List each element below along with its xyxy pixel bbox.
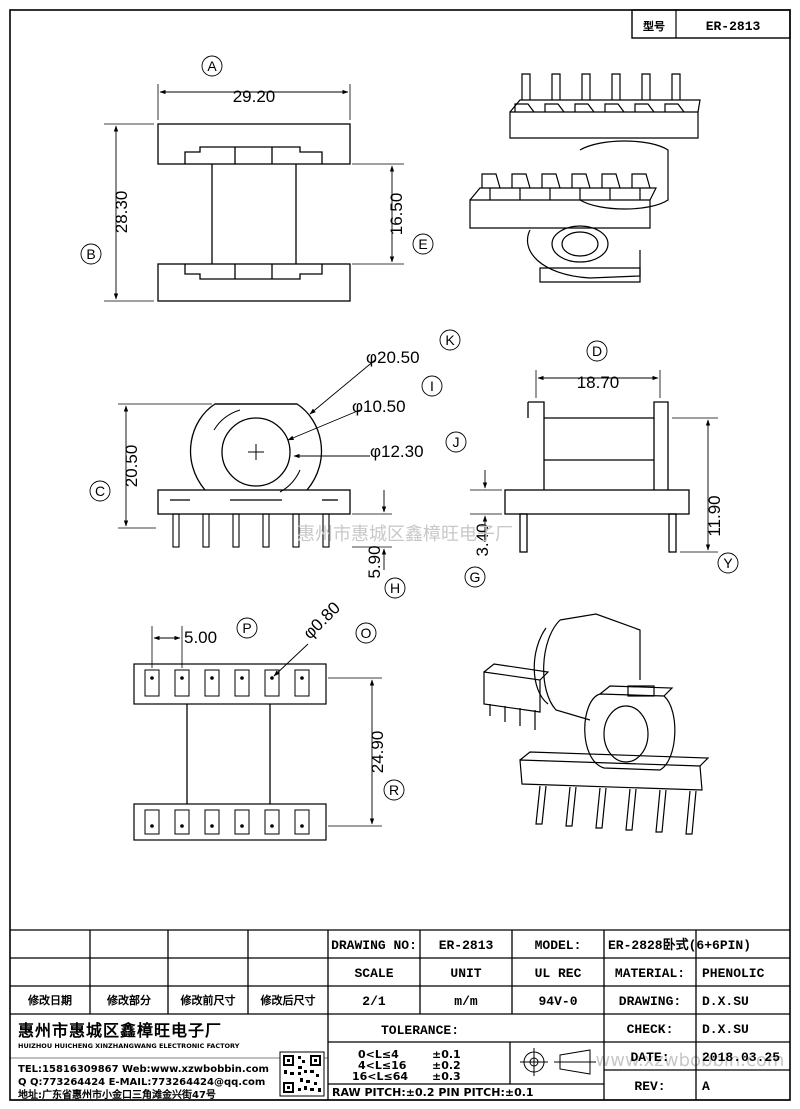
sheet-border <box>9 9 791 1101</box>
material-label: MATERIAL: <box>615 966 685 981</box>
dim-b-value: 28.30 <box>112 191 131 234</box>
drawing-by: D.X.SU <box>702 994 749 1009</box>
dim-j-letter: J <box>453 434 460 450</box>
dim-y-value: 11.90 <box>705 495 724 536</box>
dim-o-letter: O <box>361 625 372 641</box>
tol-value-1: ±0.1 <box>432 1048 461 1061</box>
unit-value: m/m <box>454 994 478 1009</box>
ul-value: 94V-0 <box>538 994 577 1009</box>
dim-c-letter: C <box>95 483 105 499</box>
dim-a-letter: A <box>207 58 217 74</box>
dim-p-letter: P <box>242 620 251 636</box>
company-address: 地址:广东省惠州市小金口三角滩金兴街47号 <box>18 1088 216 1101</box>
dim-r: 24.90 R <box>328 677 405 827</box>
dim-a-value: 29.20 <box>233 87 276 106</box>
dim-d: 18.70 D <box>535 340 661 398</box>
dim-y: 11.90 Y <box>672 417 739 574</box>
dim-k-value: φ20.50 <box>366 348 420 367</box>
title-block: 修改日期 修改部分 修改前尺寸 修改后尺寸 DRAWING NO: ER-281… <box>10 929 790 1101</box>
drawing-label: DRAWING: <box>619 994 681 1009</box>
dim-o-value: φ0.80 <box>299 598 344 643</box>
rev-header-date: 修改日期 <box>27 993 72 1007</box>
material-value: PHENOLIC <box>702 966 765 981</box>
dim-j-value: φ12.30 <box>370 442 424 461</box>
dim-b-letter: B <box>86 246 95 262</box>
dim-a: 29.20 A <box>157 55 351 120</box>
tol-value-2: ±0.2 <box>432 1059 461 1072</box>
dim-c-value: 20.50 <box>122 445 141 488</box>
side-view <box>157 403 351 548</box>
tol-range-1: 0<L≤4 <box>358 1048 399 1061</box>
tol-range-3: 16<L≤64 <box>352 1070 408 1083</box>
isometric-view-bottom <box>483 613 710 835</box>
isometric-view-top <box>469 73 701 283</box>
scale-label: SCALE <box>354 966 393 981</box>
rev-header-part: 修改部分 <box>106 993 151 1007</box>
dim-p-value: 5.00 <box>184 628 217 647</box>
dim-g-value: 3.40 <box>473 523 492 556</box>
ul-label: UL REC <box>535 966 582 981</box>
dim-h-letter: H <box>390 580 400 596</box>
dim-d-letter: D <box>592 343 602 359</box>
dim-p: 5.00 P <box>151 617 258 668</box>
company-name-cn: 惠州市惠城区鑫樟旺电子厂 <box>18 1021 222 1040</box>
date-label: DATE: <box>630 1050 669 1065</box>
end-view <box>504 401 690 553</box>
dim-r-value: 24.90 <box>368 731 387 774</box>
company-name-en: HUIZHOU HUICHENG XINZHANGWANG ELECTRONIC… <box>18 1042 240 1050</box>
type-label: 型号 <box>643 19 665 33</box>
dim-i: φ10.50 I <box>287 375 443 441</box>
dim-h-value: 5.90 <box>365 545 384 578</box>
dim-k: φ20.50 K <box>309 329 461 415</box>
projection-symbol-icon <box>520 1048 596 1076</box>
company-qq: Q Q:773264424 E-MAIL:773264424@qq.com <box>18 1077 265 1088</box>
dim-r-letter: R <box>389 782 399 798</box>
dim-e-value: 16.50 <box>387 193 406 236</box>
rev-header-before: 修改前尺寸 <box>180 993 236 1007</box>
rev-value: A <box>702 1079 710 1094</box>
dim-b: 28.30 B <box>80 123 154 302</box>
model-label: MODEL: <box>535 938 582 953</box>
rev-label: REV: <box>634 1079 665 1094</box>
type-value: ER-2813 <box>706 19 761 34</box>
dim-d-value: 18.70 <box>577 373 620 392</box>
dim-h: 5.90 H <box>352 490 406 599</box>
rev-header-after: 修改后尺寸 <box>260 993 316 1007</box>
pitch-note: RAW PITCH:±0.2 PIN PITCH:±0.1 <box>332 1086 534 1099</box>
date-value: 2018.03.25 <box>702 1050 780 1065</box>
tolerance-label: TOLERANCE: <box>381 1023 459 1038</box>
type-header: 型号 ER-2813 <box>631 9 791 39</box>
front-view <box>157 123 351 302</box>
check-label: CHECK: <box>627 1022 674 1037</box>
dim-e-letter: E <box>418 236 427 252</box>
top-view <box>133 663 327 841</box>
dim-k-letter: K <box>445 332 455 348</box>
model-value: ER-2828卧式(6+6PIN) <box>608 937 751 953</box>
tol-range-2: 4<L≤16 <box>358 1059 407 1072</box>
dim-y-letter: Y <box>723 555 733 571</box>
watermark-url: www.xzwbobbin.com <box>596 1050 785 1071</box>
dim-c: 20.50 C <box>89 403 212 529</box>
qr-code-icon <box>279 1051 325 1097</box>
dim-g-letter: G <box>470 569 481 585</box>
dim-j: φ12.30 J <box>293 431 467 461</box>
watermark: 惠州市惠城区鑫樟旺电子厂 <box>297 524 513 545</box>
dim-e: 16.50 E <box>352 163 434 265</box>
scale-value: 2/1 <box>362 994 386 1009</box>
tol-value-3: ±0.3 <box>432 1070 461 1083</box>
drawing-no: ER-2813 <box>439 938 494 953</box>
dim-g: 3.40 G <box>464 470 502 588</box>
unit-label: UNIT <box>450 966 481 981</box>
company-tel: TEL:15816309867 Web:www.xzwbobbin.com <box>18 1064 269 1075</box>
dim-i-letter: I <box>430 378 434 394</box>
check-by: D.X.SU <box>702 1022 749 1037</box>
drawing-no-label: DRAWING NO: <box>331 938 417 953</box>
dim-i-value: φ10.50 <box>352 397 406 416</box>
